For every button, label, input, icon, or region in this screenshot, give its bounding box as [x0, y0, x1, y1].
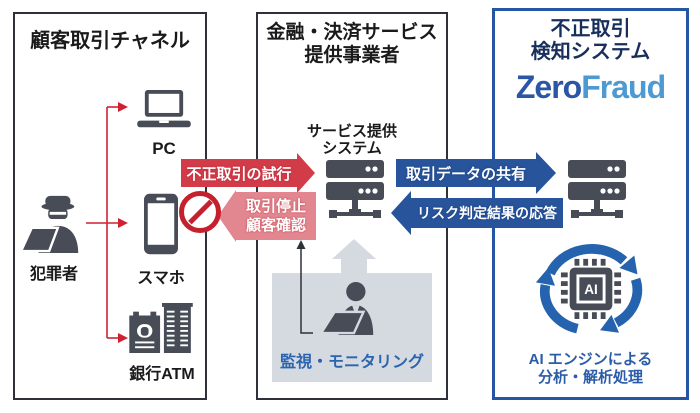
panel-title-line1: 不正取引	[550, 18, 631, 40]
monitoring-up-arrow-icon	[332, 239, 376, 259]
server-icon	[568, 160, 626, 218]
server-icon	[326, 160, 384, 218]
service-system-label-line2: システム	[322, 140, 382, 157]
flow-label: リスク判定結果の応答	[411, 198, 563, 228]
actor-criminal: 犯罪者	[18, 193, 90, 284]
flow-fraud-attempt-arrow: 不正取引の試行	[181, 153, 315, 193]
channel-label: PC	[152, 139, 176, 158]
logo-part-zero: Zero	[515, 69, 582, 105]
logo-part-fraud: Fraud	[581, 69, 666, 105]
smartphone-icon	[144, 193, 178, 255]
customer-channels-panel: 顧客取引チャネル PC スマホ	[13, 12, 207, 400]
zerofraud-logo: ZeroFraud	[495, 69, 686, 106]
operator-icon	[318, 281, 374, 335]
monitoring-up-arrow-body	[341, 258, 367, 274]
panel-title-line2: 検知システム	[530, 41, 651, 63]
monitoring-feedback-arrow	[300, 246, 313, 334]
panel-title: 顧客取引チャネル	[30, 30, 190, 52]
bank-atm-icon	[129, 303, 193, 353]
flow-stop-arrow: 取引停止 顧客確認	[218, 190, 316, 242]
panel-title-line2: 提供事業者	[304, 45, 400, 66]
actor-label: 犯罪者	[29, 266, 78, 283]
criminal-icon	[19, 195, 79, 253]
monitoring-box: 監視・モニタリング	[272, 273, 432, 382]
panel-title-line1: 金融・決済サービス	[266, 22, 438, 43]
arrowhead-right	[536, 152, 556, 194]
ai-caption-line1: AI エンジンによる	[528, 351, 653, 368]
channel-label: 銀行ATM	[129, 366, 195, 383]
ai-cycle-icon: AI	[535, 244, 643, 334]
prohibition-slash	[187, 199, 213, 225]
fraud-detection-panel: 不正取引 検知システム ZeroFraud	[492, 8, 689, 400]
monitoring-label: 監視・モニタリング	[279, 354, 424, 371]
flow-risk-response-arrow: リスク判定結果の応答	[391, 191, 563, 235]
arrowhead-left	[391, 191, 411, 235]
prohibition-icon	[179, 191, 221, 233]
flow-label: 不正取引の試行	[181, 159, 297, 187]
service-system-label-line1: サービス提供	[306, 123, 397, 140]
arrowhead-right	[297, 153, 315, 193]
channel-pc: PC	[128, 90, 200, 159]
ai-chip-label: AI	[584, 282, 598, 297]
flow-label: 取引データの共有	[396, 159, 536, 187]
laptop-icon	[137, 90, 191, 128]
flow-data-share-arrow: 取引データの共有	[396, 152, 556, 194]
channel-label: スマホ	[137, 270, 185, 287]
channel-smartphone: スマホ	[125, 193, 197, 288]
flow-label: 取引停止 顧客確認	[236, 192, 316, 240]
arrowhead-left	[218, 190, 236, 242]
channel-bank-atm: 銀行ATM	[126, 303, 198, 384]
ai-caption-line2: 分析・解析処理	[537, 369, 643, 386]
